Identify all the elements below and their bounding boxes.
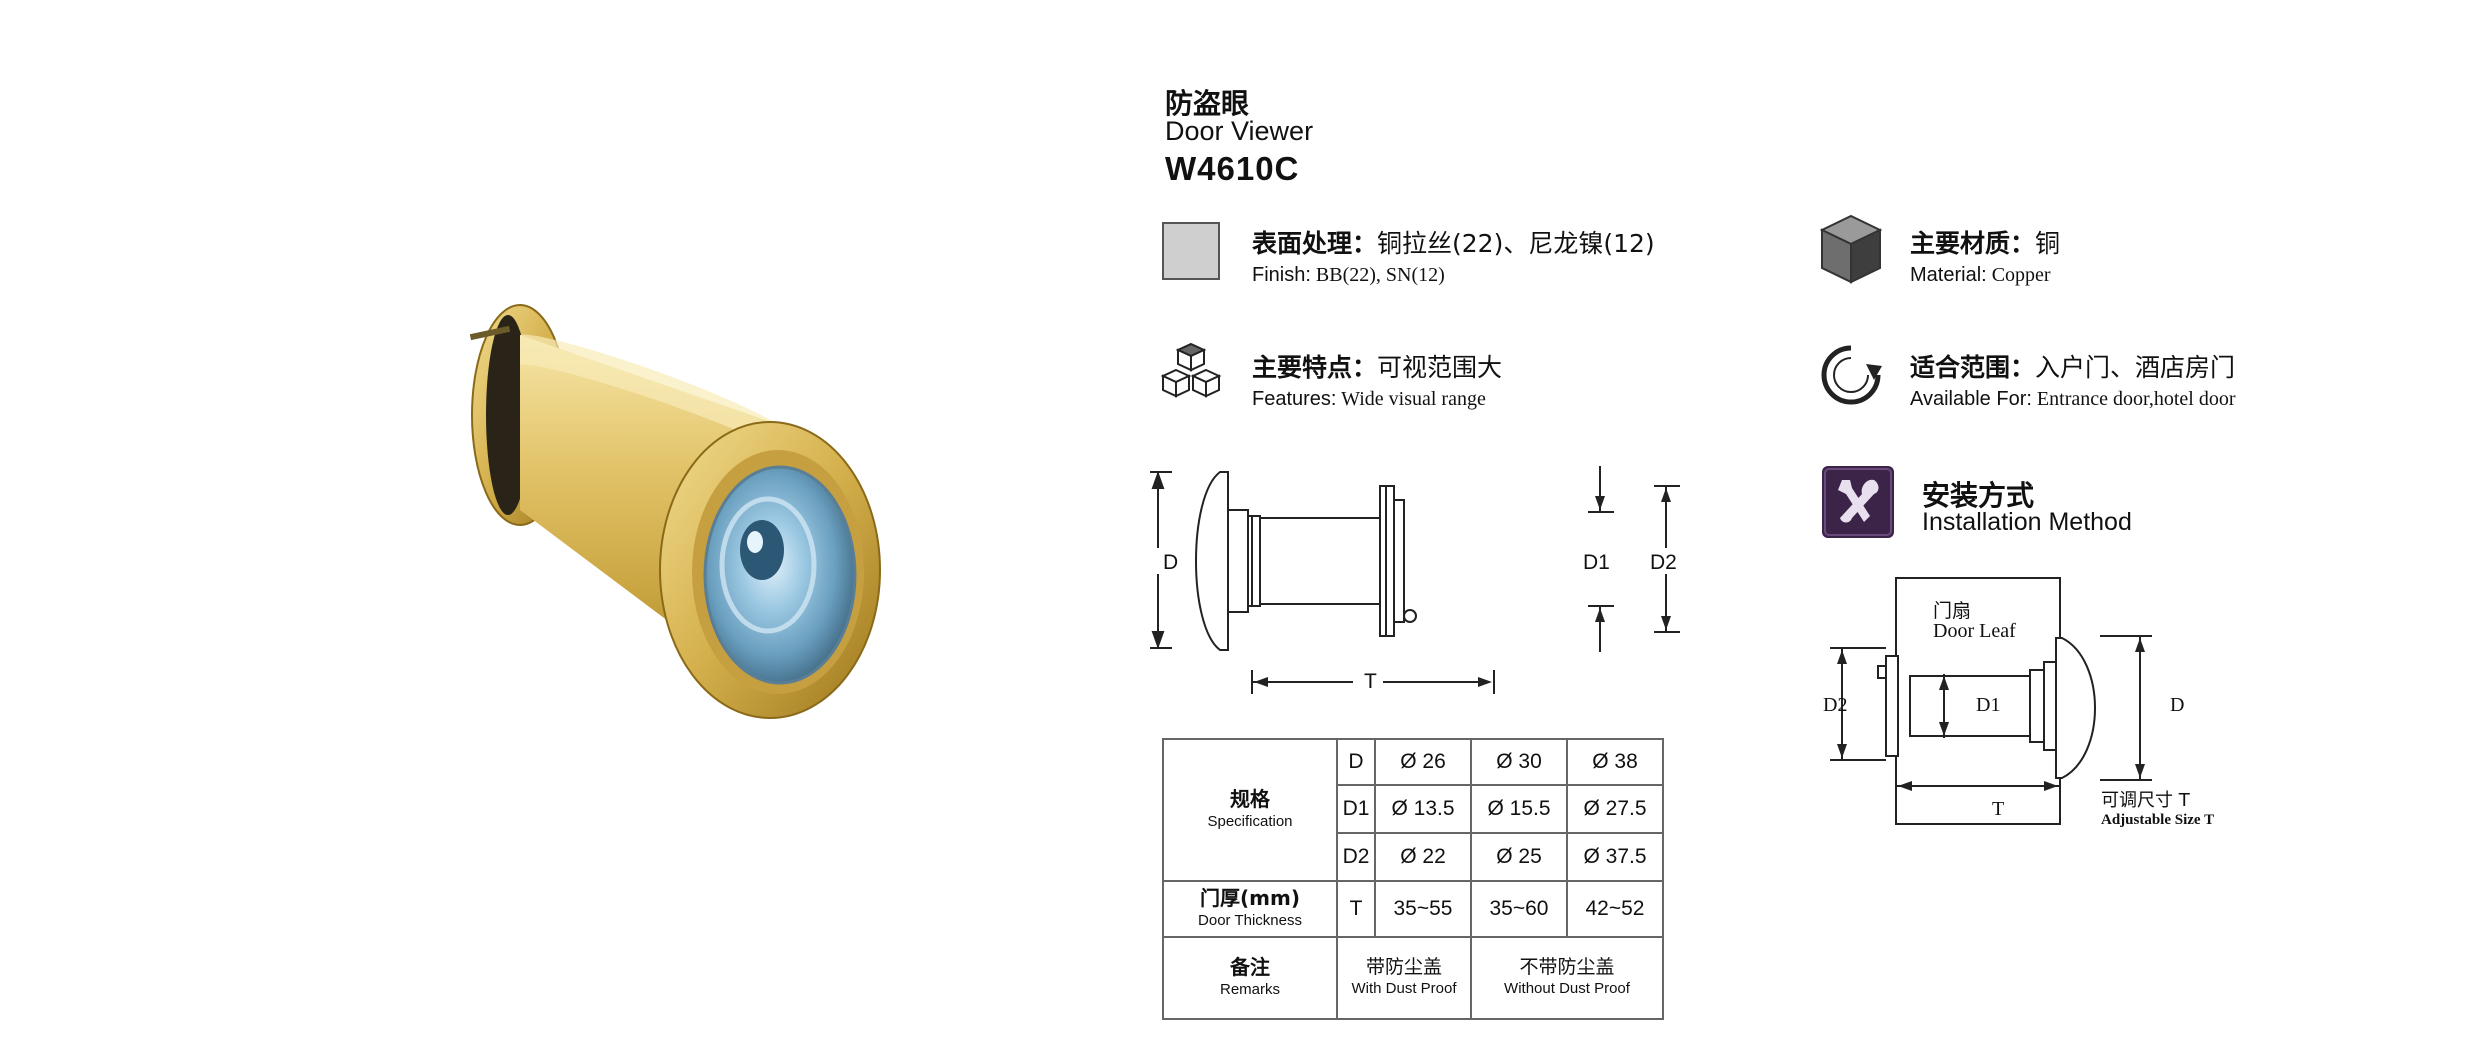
remark-without-cn: 不带防尘盖 bbox=[1519, 956, 1615, 978]
cube-icon bbox=[1819, 214, 1883, 284]
dim-label-d2: D2 bbox=[1650, 551, 1677, 574]
remarks-label-cell: 备注 Remarks bbox=[1162, 936, 1338, 1020]
finish-value-cn: 铜拉丝(22)、尼龙镍(12) bbox=[1377, 229, 1655, 258]
material-value-en: Copper bbox=[1991, 264, 2051, 286]
remark-without-en: Without Dust Proof bbox=[1504, 980, 1630, 997]
install-adjustable-cn: 可调尺寸 T bbox=[2101, 790, 2190, 811]
spec-cell: Ø 25 bbox=[1470, 832, 1568, 882]
thickness-label-cell: 门厚(mm) Door Thickness bbox=[1162, 880, 1338, 938]
install-label-d2: D2 bbox=[1823, 694, 1848, 716]
product-title-cn: 防盗眼 bbox=[1165, 87, 1250, 120]
table-row: D1 Ø 13.5 Ø 15.5 Ø 27.5 bbox=[1163, 784, 1664, 834]
table-row: 规格 Specification D Ø 26 Ø 30 Ø 38 bbox=[1162, 738, 1664, 882]
thickness-cell: 35~55 bbox=[1374, 880, 1472, 938]
available-value-en: Entrance door,hotel door bbox=[2036, 388, 2236, 410]
features-label-en: Features: bbox=[1252, 388, 1337, 410]
material-value-cn: 铜 bbox=[2035, 229, 2061, 258]
table-row: 门厚(mm) Door Thickness T 35~55 35~60 42~5… bbox=[1162, 880, 1664, 938]
spec-cell: Ø 26 bbox=[1374, 738, 1472, 786]
cubes-icon bbox=[1160, 342, 1222, 398]
features-label-cn: 主要特点： bbox=[1252, 353, 1378, 382]
spec-table: 规格 Specification D Ø 26 Ø 30 Ø 38 D1 Ø 1… bbox=[1162, 738, 1664, 1020]
table-row: 备注 Remarks 带防尘盖 With Dust Proof 不带防尘盖 Wi… bbox=[1162, 936, 1664, 1020]
product-title-en: Door Viewer bbox=[1165, 116, 1314, 146]
available-label-cn: 适合范围： bbox=[1910, 353, 2036, 382]
remark-with-cn: 带防尘盖 bbox=[1365, 956, 1442, 978]
features-feature: 主要特点：可视范围大 Features: Wide visual range bbox=[1252, 348, 1502, 411]
dim-label-d: D bbox=[1163, 551, 1179, 574]
available-value-cn: 入户门、酒店房门 bbox=[2035, 353, 2236, 382]
features-value-cn: 可视范围大 bbox=[1377, 353, 1503, 382]
spec-cell: Ø 22 bbox=[1374, 832, 1472, 882]
spec-key-d: D bbox=[1336, 738, 1376, 786]
install-label-d1: D1 bbox=[1976, 694, 2001, 716]
spec-cell: Ø 37.5 bbox=[1566, 832, 1664, 882]
spec-label-cn: 规格 bbox=[1230, 786, 1270, 811]
remarks-label-cn: 备注 bbox=[1230, 954, 1270, 979]
finish-label-cn: 表面处理： bbox=[1252, 229, 1378, 258]
tools-icon bbox=[1822, 466, 1894, 538]
dim-label-t: T bbox=[1364, 670, 1377, 693]
thickness-label-en: Door Thickness bbox=[1198, 911, 1302, 929]
thickness-cell: 35~60 bbox=[1470, 880, 1568, 938]
spec-label-cell: 规格 Specification bbox=[1162, 738, 1338, 882]
remark-with-cell: 带防尘盖 With Dust Proof bbox=[1336, 936, 1472, 1020]
material-label-cn: 主要材质： bbox=[1910, 229, 2036, 258]
finish-label-en: Finish: bbox=[1252, 264, 1311, 286]
remark-with-en: With Dust Proof bbox=[1351, 980, 1457, 997]
finish-swatch-icon bbox=[1162, 222, 1220, 280]
spec-key-d1: D1 bbox=[1336, 784, 1376, 834]
finish-value-en: BB(22), SN(12) bbox=[1315, 264, 1445, 286]
spec-cell: Ø 27.5 bbox=[1566, 784, 1664, 834]
dim-label-d1: D1 bbox=[1583, 551, 1610, 574]
thickness-label-cn: 门厚(mm) bbox=[1200, 885, 1300, 910]
spec-key-d2: D2 bbox=[1336, 832, 1376, 882]
thickness-key: T bbox=[1336, 880, 1376, 938]
material-feature: 主要材质：铜 Material: Copper bbox=[1910, 224, 2060, 287]
install-label-d: D bbox=[2170, 694, 2185, 716]
finish-feature: 表面处理：铜拉丝(22)、尼龙镍(12) Finish: BB(22), SN(… bbox=[1252, 224, 1655, 287]
install-adjustable-en: Adjustable Size T bbox=[2101, 812, 2215, 828]
installation-title-en: Installation Method bbox=[1922, 508, 2132, 536]
install-door-leaf-cn: 门扇 bbox=[1933, 600, 1972, 622]
spec-cell: Ø 30 bbox=[1470, 738, 1568, 786]
install-door-leaf-en: Door Leaf bbox=[1933, 620, 2016, 642]
installation-title-cn: 安装方式 bbox=[1922, 479, 2035, 512]
dimension-drawing bbox=[1148, 466, 1683, 694]
remark-without-cell: 不带防尘盖 Without Dust Proof bbox=[1470, 936, 1664, 1020]
spec-label-en: Specification bbox=[1207, 812, 1293, 830]
table-row: D2 Ø 22 Ø 25 Ø 37.5 bbox=[1163, 832, 1664, 882]
installation-drawing bbox=[1830, 577, 2152, 825]
door-viewer-product-image bbox=[469, 304, 881, 719]
thickness-cell: 42~52 bbox=[1566, 880, 1664, 938]
material-label-en: Material: bbox=[1910, 264, 1987, 286]
product-model: W4610C bbox=[1165, 150, 1300, 187]
spec-cell: Ø 15.5 bbox=[1470, 784, 1568, 834]
available-label-en: Available For: bbox=[1910, 388, 2032, 410]
spec-cell: Ø 13.5 bbox=[1374, 784, 1472, 834]
spec-cell: Ø 38 bbox=[1566, 738, 1664, 786]
features-value-en: Wide visual range bbox=[1341, 388, 1486, 410]
refresh-icon bbox=[1821, 345, 1882, 405]
available-feature: 适合范围：入户门、酒店房门 Available For: Entrance do… bbox=[1910, 348, 2236, 411]
install-label-t: T bbox=[1992, 798, 2005, 820]
remarks-label-en: Remarks bbox=[1219, 980, 1280, 998]
